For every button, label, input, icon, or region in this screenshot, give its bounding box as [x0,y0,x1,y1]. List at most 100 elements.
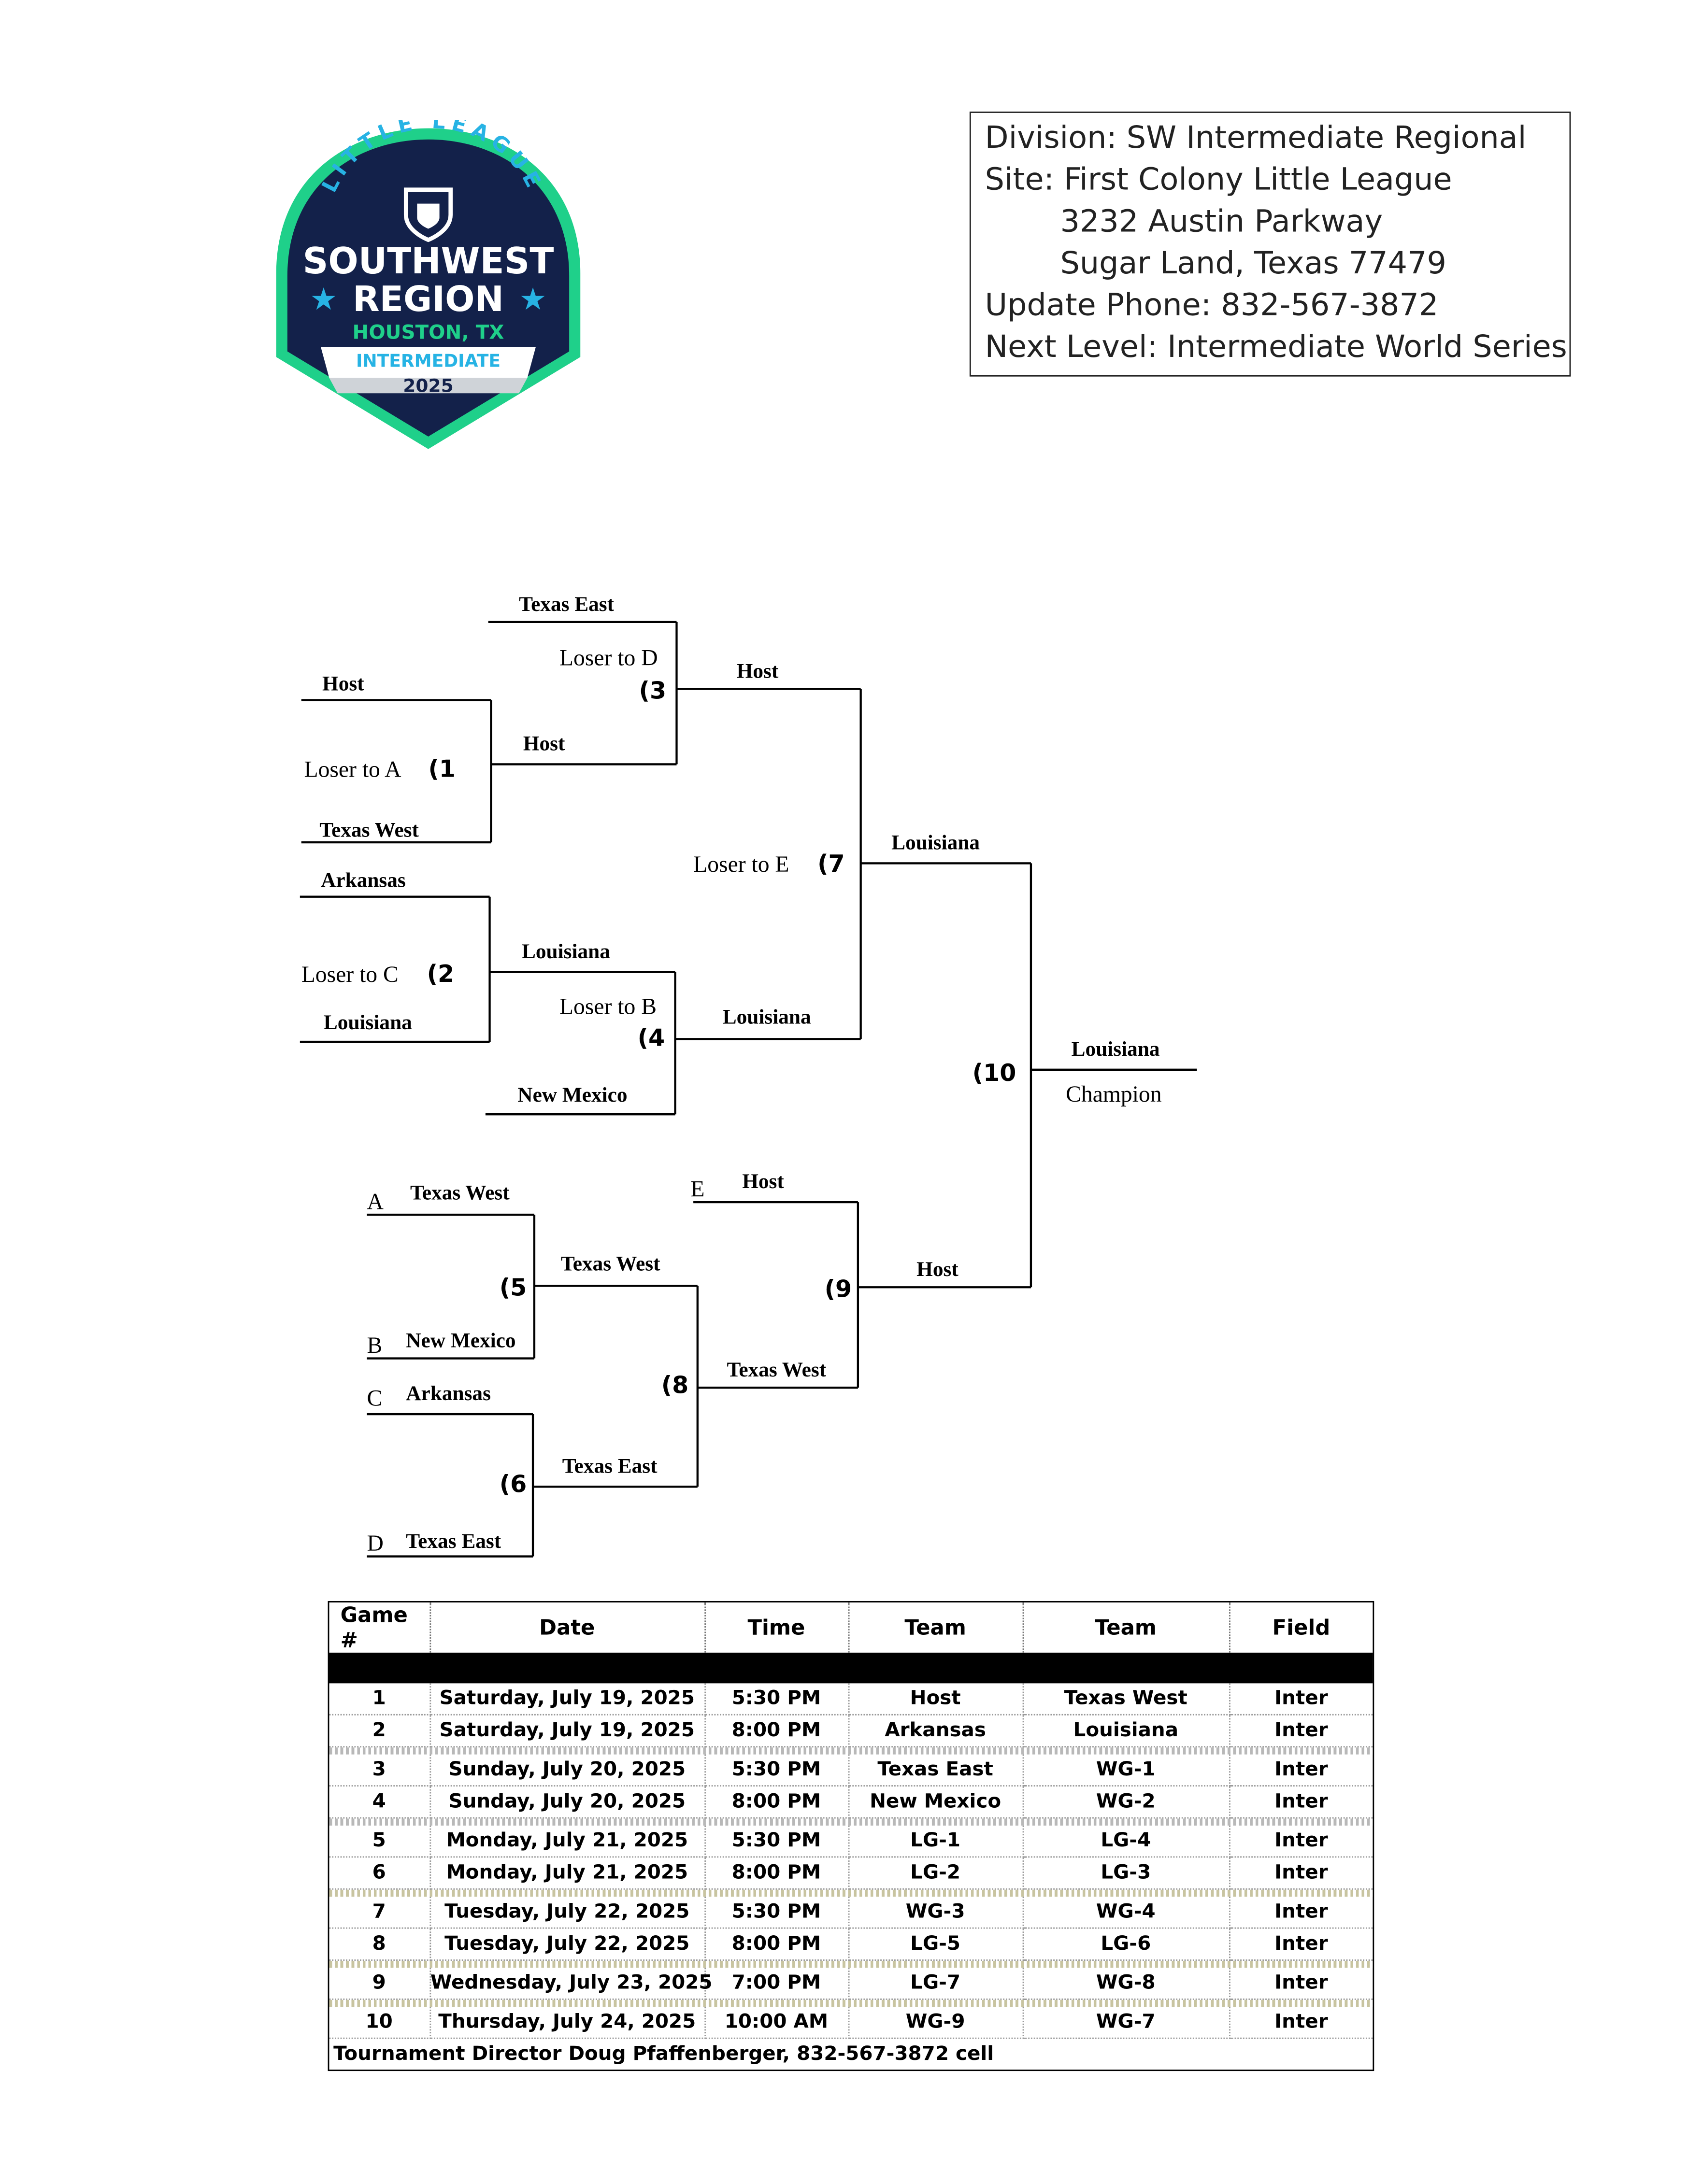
game-number-cell: 1 [329,1683,430,1716]
day-separator [329,1960,1373,1968]
time-cell: 8:00 PM [704,1857,849,1890]
header-field: Field [1272,1615,1330,1640]
game-number-cell: 5 [329,1825,430,1858]
g7-number: (7 [817,850,845,878]
logo-line2: REGION [353,279,504,320]
g9-top-team: Host [742,1170,784,1193]
phone-line: Update Phone: 832-567-3872 [985,288,1439,324]
g6-letter-c: C [367,1386,382,1411]
field-cell: Inter [1229,1754,1373,1787]
field-cell: Inter [1229,1786,1373,1819]
day-separator [329,1817,1373,1826]
g6-number: (6 [500,1470,527,1498]
table-row: 4 Sunday, July 20, 2025 8:00 PM New Mexi… [329,1786,1373,1819]
site-line: Site: First Colony Little League [985,163,1452,199]
footer-row: Tournament Director Doug Pfaffenberger, … [329,2038,1373,2070]
team1-cell: WG-9 [848,2007,1024,2039]
g8-number: (8 [661,1371,689,1399]
field-cell: Inter [1229,1897,1373,1929]
field-cell: Inter [1229,1825,1373,1858]
team1-cell: Texas East [848,1754,1024,1787]
g10-top-team: Louisiana [891,831,980,854]
table-row: 10 Thursday, July 24, 2025 10:00 AM WG-9… [329,2007,1373,2039]
address-line-2: Sugar Land, Texas 77479 [1060,247,1446,282]
team1-cell: LG-1 [848,1825,1024,1858]
game-schedule-table: Game # Date Time Team Team Field 1 Satur… [328,1601,1374,2071]
team1-cell: Host [848,1683,1024,1716]
team1-cell: WG-3 [848,1897,1024,1929]
field-cell: Inter [1229,1715,1373,1748]
date-cell: Saturday, July 19, 2025 [429,1683,705,1716]
team2-cell: WG-7 [1022,2007,1230,2039]
champion-label: Champion [1066,1082,1162,1107]
team2-cell: Texas West [1022,1683,1230,1716]
game-number-cell: 4 [329,1786,430,1819]
date-cell: Monday, July 21, 2025 [429,1825,705,1858]
g5-number: (5 [500,1274,527,1302]
time-cell: 5:30 PM [704,1754,849,1787]
team1-cell: LG-7 [848,1968,1024,2000]
g2-top-team: Arkansas [321,869,406,892]
game-number-cell: 7 [329,1897,430,1929]
date-cell: Monday, July 21, 2025 [429,1857,705,1890]
g7-bottom-team: Louisiana [723,1005,811,1028]
star-left-icon: ★ [310,282,337,316]
date-cell: Wednesday, July 23, 2025 [429,1968,713,2000]
team2-cell: WG-4 [1022,1897,1230,1929]
tournament-director-note: Tournament Director Doug Pfaffenberger, … [333,2043,994,2066]
logo-division: INTERMEDIATE [356,351,501,371]
time-cell: 8:00 PM [704,1928,849,1961]
shield-icon [403,187,453,242]
table-row: 7 Tuesday, July 22, 2025 5:30 PM WG-3 WG… [329,1897,1373,1929]
g2-loser-note: Loser to C [301,962,399,987]
team1-cell: LG-2 [848,1857,1024,1890]
division-line: Division: SW Intermediate Regional [985,121,1527,156]
logo-year: 2025 [403,375,453,396]
time-cell: 5:30 PM [704,1683,849,1716]
g3-number: (3 [639,677,667,705]
field-cell: Inter [1229,1968,1373,2000]
day-separator [329,1746,1373,1755]
g1-number: (1 [428,754,456,782]
g6-letter-d: D [367,1531,383,1556]
table-row: 3 Sunday, July 20, 2025 5:30 PM Texas Ea… [329,1754,1373,1787]
g1-top-team: Host [322,672,364,695]
date-cell: Sunday, July 20, 2025 [429,1786,705,1819]
g5-letter-a: A [367,1190,384,1215]
schedule-header-row: Game # Date Time Team Team Field [329,1602,1373,1653]
logo-line1: SOUTHWEST [303,240,554,282]
team1-cell: LG-5 [848,1928,1024,1961]
header-team-2: Team [1022,1602,1230,1653]
team2-cell: WG-8 [1022,1968,1230,2000]
header-time: Time [704,1602,849,1653]
table-row: 5 Monday, July 21, 2025 5:30 PM LG-1 LG-… [329,1825,1373,1858]
g2-bottom-team: Louisiana [324,1011,412,1034]
field-cell: Inter [1229,1683,1373,1716]
g4-top-team: Louisiana [522,940,610,963]
g6-top-team: Arkansas [406,1382,491,1405]
date-cell: Saturday, July 19, 2025 [429,1715,705,1748]
next-level-line: Next Level: Intermediate World Series [985,330,1567,366]
g3-loser-note: Loser to D [559,645,658,670]
g3-bottom-team: Host [523,732,565,755]
g2-number: (2 [427,960,455,988]
game-number-cell: 8 [329,1928,430,1961]
field-cell: Inter [1229,1857,1373,1890]
g3-top-team: Texas East [519,593,614,616]
g1-loser-note: Loser to A [304,757,401,782]
field-cell: Inter [1229,1928,1373,1961]
table-row: 6 Monday, July 21, 2025 8:00 PM LG-2 LG-… [329,1857,1373,1890]
g5-bottom-team: New Mexico [406,1329,515,1352]
date-cell: Thursday, July 24, 2025 [429,2007,705,2039]
g5-letter-b: B [367,1333,382,1358]
logo-city: HOUSTON, TX [353,321,504,344]
table-row: 9 Wednesday, July 23, 2025 7:00 PM LG-7 … [329,1968,1373,2000]
g4-loser-note: Loser to B [559,994,657,1019]
header-divider-bar [329,1652,1373,1684]
champion-team: Louisiana [1072,1037,1160,1061]
team2-cell: LG-6 [1022,1928,1230,1961]
g10-number: (10 [973,1059,1016,1087]
star-right-icon: ★ [519,282,547,316]
g1-bottom-team: Texas West [319,819,419,842]
